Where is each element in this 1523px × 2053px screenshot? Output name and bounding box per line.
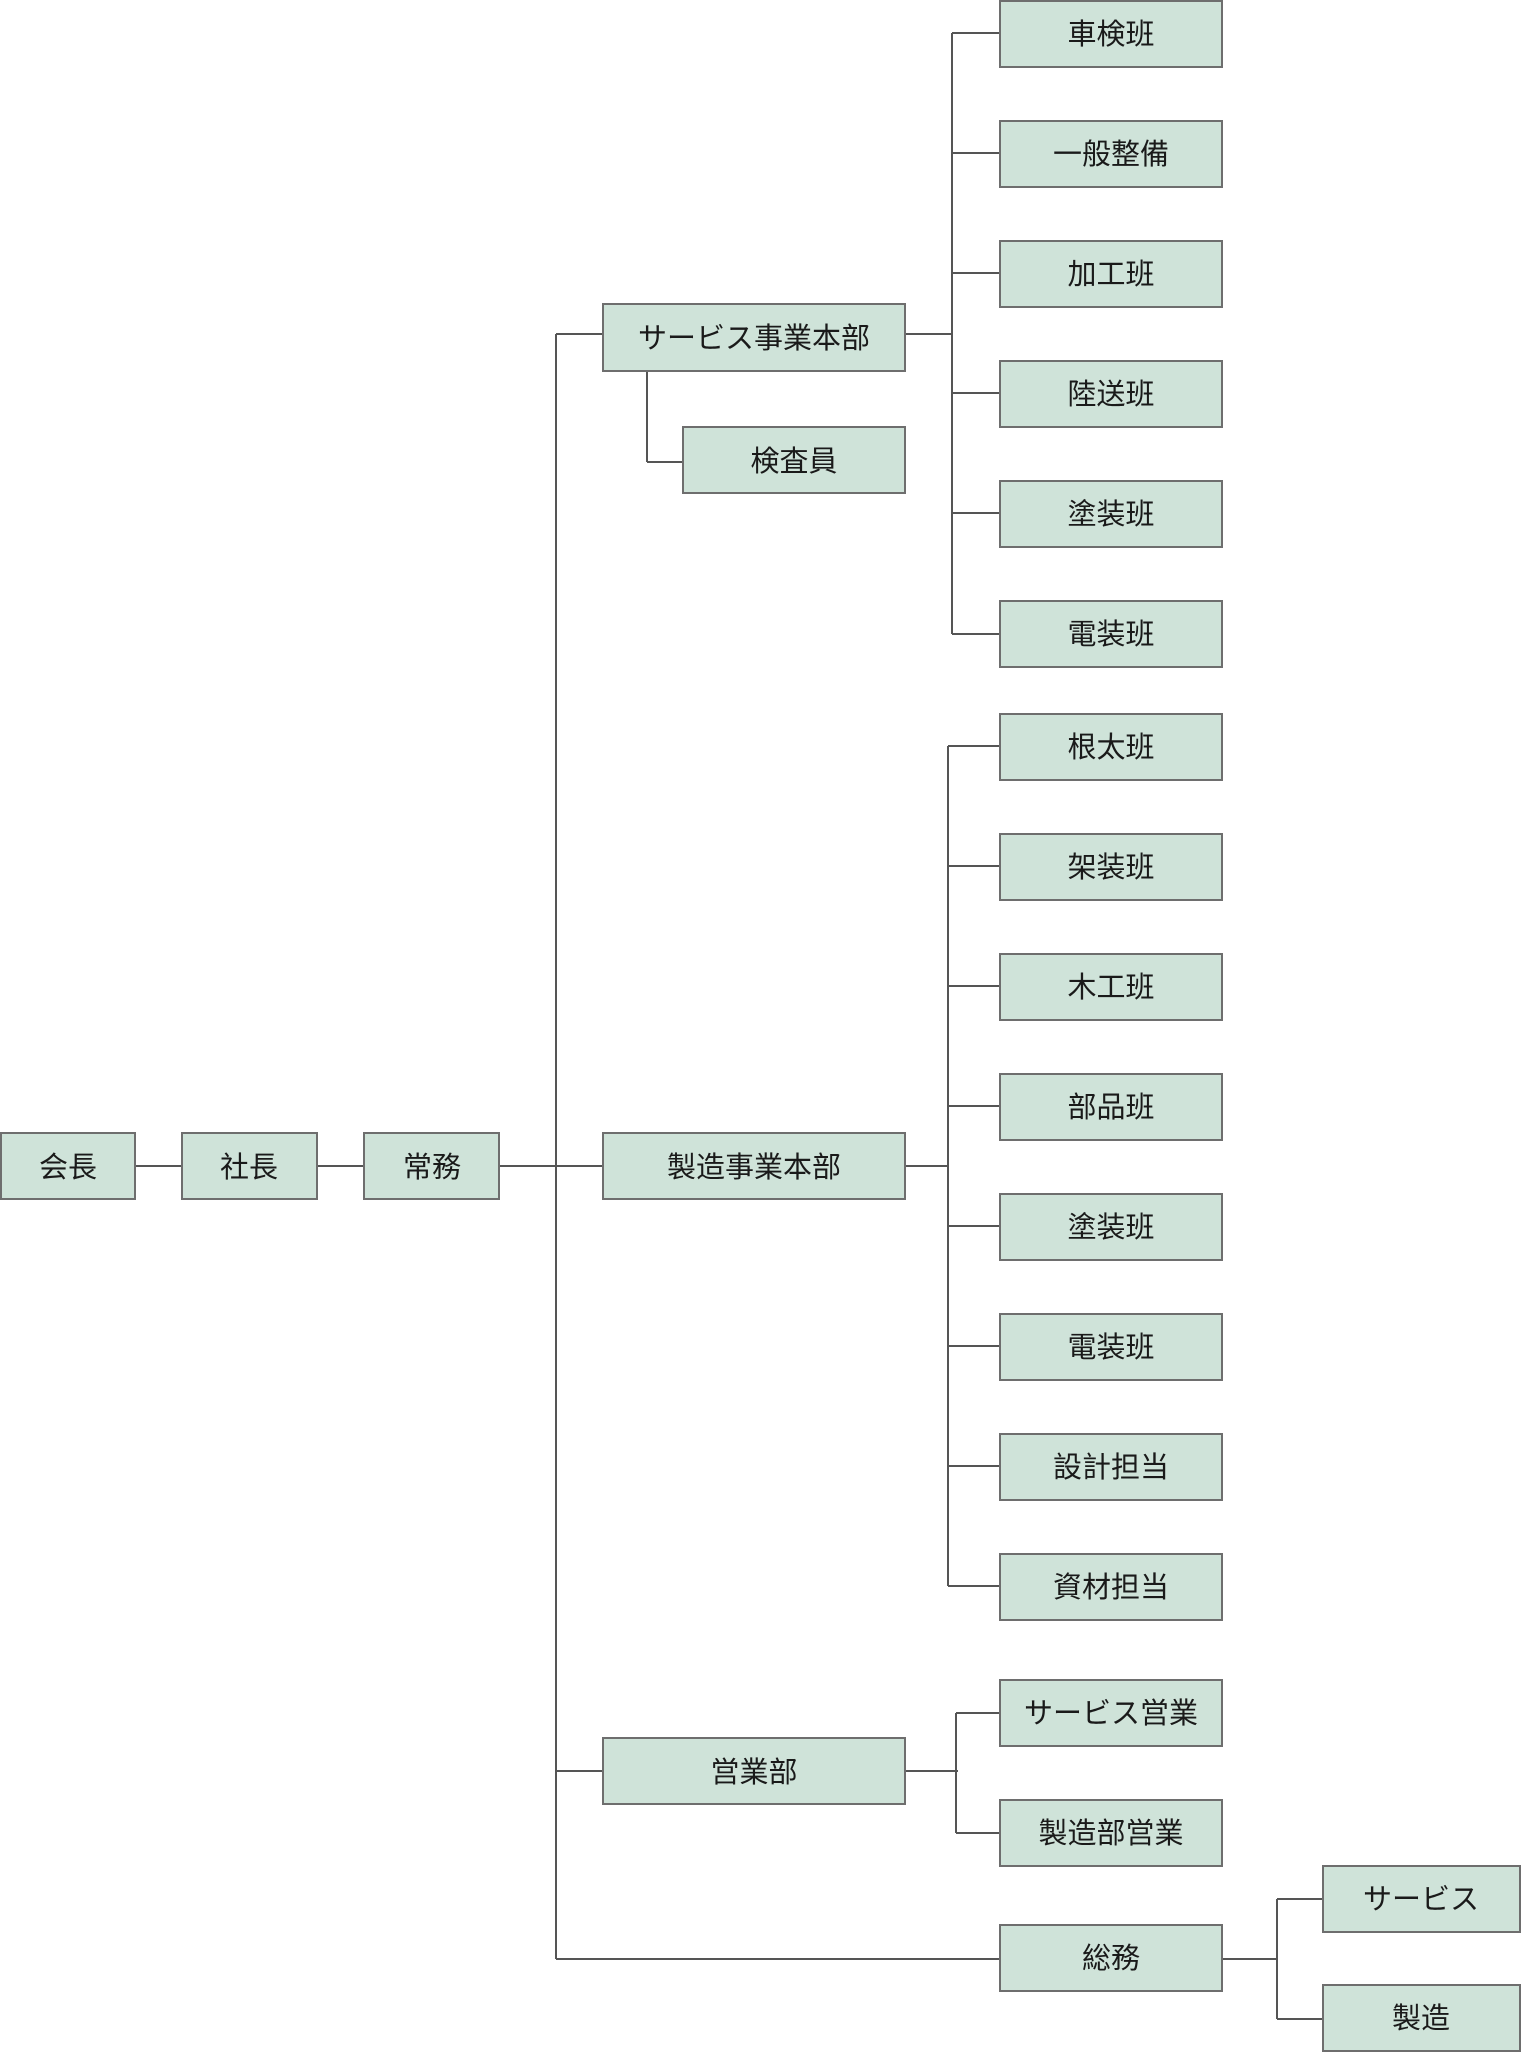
node-label: 根太班 bbox=[1067, 730, 1154, 764]
node-manufacturing-division: 製造事業本部 bbox=[602, 1132, 906, 1200]
node-label: サービス bbox=[1363, 1882, 1479, 1916]
node-president: 社長 bbox=[181, 1132, 318, 1200]
node-manufacturing-team: 架装班 bbox=[999, 833, 1223, 901]
node-manufacturing-team: 塗装班 bbox=[999, 1193, 1223, 1261]
node-service-team: 一般整備 bbox=[999, 120, 1223, 188]
node-label: 製造事業本部 bbox=[667, 1150, 841, 1184]
node-service-team: 電装班 bbox=[999, 600, 1223, 668]
node-label: 常務 bbox=[403, 1150, 461, 1184]
node-manufacturing-team: 木工班 bbox=[999, 953, 1223, 1021]
node-label: 製造 bbox=[1392, 2001, 1450, 2035]
node-sales-department: 営業部 bbox=[602, 1737, 906, 1805]
node-label: 資材担当 bbox=[1053, 1570, 1169, 1604]
node-service-team: 塗装班 bbox=[999, 480, 1223, 548]
node-label: 設計担当 bbox=[1053, 1450, 1169, 1484]
node-label: 陸送班 bbox=[1067, 377, 1154, 411]
node-service-team: 陸送班 bbox=[999, 360, 1223, 428]
node-label: 社長 bbox=[220, 1150, 278, 1184]
node-chairman: 会長 bbox=[0, 1132, 136, 1200]
node-label: 一般整備 bbox=[1053, 137, 1169, 171]
node-managing-director: 常務 bbox=[363, 1132, 500, 1200]
node-general-affairs-team: 製造 bbox=[1322, 1984, 1521, 2052]
connector-lines bbox=[135, 32, 1323, 2020]
node-service-team: 車検班 bbox=[999, 0, 1223, 68]
node-label: 架装班 bbox=[1067, 850, 1154, 884]
node-label: 会長 bbox=[39, 1150, 97, 1184]
node-label: 製造部営業 bbox=[1038, 1816, 1183, 1850]
node-label: 総務 bbox=[1082, 1941, 1140, 1975]
node-label: 部品班 bbox=[1067, 1090, 1154, 1124]
node-manufacturing-team: 電装班 bbox=[999, 1313, 1223, 1381]
node-label: 加工班 bbox=[1067, 257, 1154, 291]
node-label: 塗装班 bbox=[1067, 497, 1154, 531]
node-label: サービス営業 bbox=[1024, 1696, 1198, 1730]
node-label: 電装班 bbox=[1067, 1330, 1154, 1364]
node-service-team: 加工班 bbox=[999, 240, 1223, 308]
node-label: 車検班 bbox=[1067, 17, 1154, 51]
node-inspector: 検査員 bbox=[682, 426, 906, 494]
node-general-affairs-team: サービス bbox=[1322, 1865, 1521, 1933]
node-manufacturing-team: 資材担当 bbox=[999, 1553, 1223, 1621]
node-label: 塗装班 bbox=[1067, 1210, 1154, 1244]
node-manufacturing-team: 根太班 bbox=[999, 713, 1223, 781]
node-general-affairs: 総務 bbox=[999, 1924, 1223, 1992]
node-manufacturing-team: 部品班 bbox=[999, 1073, 1223, 1141]
node-label: 木工班 bbox=[1067, 970, 1154, 1004]
node-service-division: サービス事業本部 bbox=[602, 303, 906, 372]
node-label: 営業部 bbox=[710, 1755, 797, 1789]
node-sales-team: サービス営業 bbox=[999, 1679, 1223, 1747]
node-manufacturing-team: 設計担当 bbox=[999, 1433, 1223, 1501]
node-label: 検査員 bbox=[750, 444, 837, 478]
node-label: 電装班 bbox=[1067, 617, 1154, 651]
node-sales-team: 製造部営業 bbox=[999, 1799, 1223, 1867]
node-label: サービス事業本部 bbox=[638, 321, 870, 355]
